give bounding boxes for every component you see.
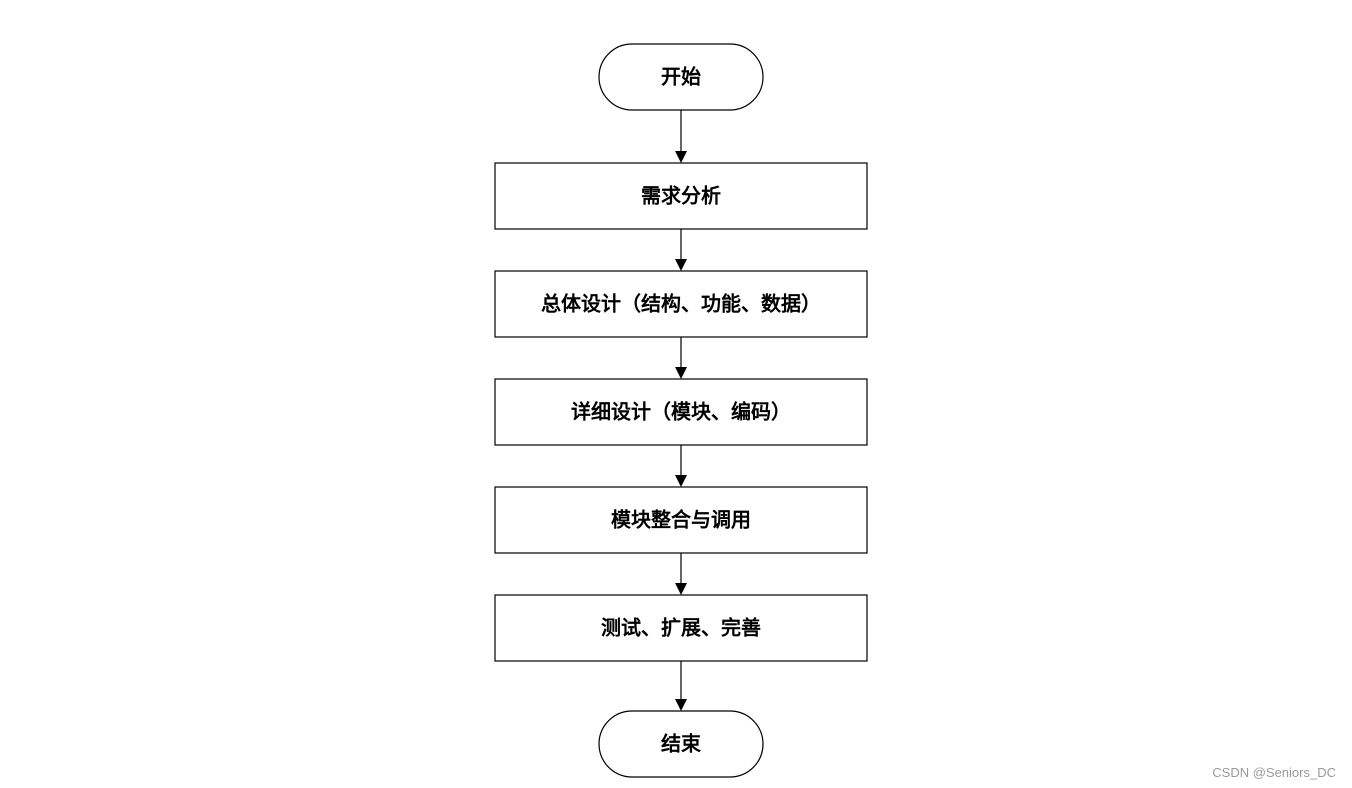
- arrow-integration-to-testing: [675, 553, 687, 595]
- node-requirements: 需求分析: [494, 162, 868, 230]
- arrow-start-to-requirements: [675, 110, 687, 163]
- node-label-end: 结束: [661, 732, 702, 756]
- arrow-detailed-design-to-integration: [675, 445, 687, 487]
- edges-layer: [675, 110, 687, 711]
- arrow-head-icon: [675, 583, 687, 595]
- node-end: 结束: [598, 710, 764, 778]
- watermark-text: CSDN @Seniors_DC: [1212, 765, 1336, 780]
- node-label-testing: 测试、扩展、完善: [601, 616, 761, 640]
- terminal-shape: [598, 710, 764, 778]
- node-label-start: 开始: [661, 65, 701, 89]
- arrow-head-icon: [675, 259, 687, 271]
- process-box: [494, 486, 868, 554]
- process-box: [494, 378, 868, 446]
- node-testing: 测试、扩展、完善: [494, 594, 868, 662]
- process-box: [494, 162, 868, 230]
- node-label-overall-design: 总体设计（结构、功能、数据）: [541, 292, 821, 316]
- process-box: [494, 594, 868, 662]
- node-label-integration: 模块整合与调用: [611, 508, 751, 532]
- terminal-shape: [598, 43, 764, 111]
- node-overall-design: 总体设计（结构、功能、数据）: [494, 270, 868, 338]
- arrow-head-icon: [675, 151, 687, 163]
- node-label-detailed-design: 详细设计（模块、编码）: [571, 400, 791, 424]
- node-integration: 模块整合与调用: [494, 486, 868, 554]
- arrow-head-icon: [675, 475, 687, 487]
- node-start: 开始: [598, 43, 764, 111]
- arrow-overall-design-to-detailed-design: [675, 337, 687, 379]
- process-box: [494, 270, 868, 338]
- arrow-testing-to-end: [675, 661, 687, 711]
- node-detailed-design: 详细设计（模块、编码）: [494, 378, 868, 446]
- arrow-head-icon: [675, 699, 687, 711]
- arrow-head-icon: [675, 367, 687, 379]
- node-label-requirements: 需求分析: [641, 184, 721, 208]
- arrow-requirements-to-overall-design: [675, 229, 687, 271]
